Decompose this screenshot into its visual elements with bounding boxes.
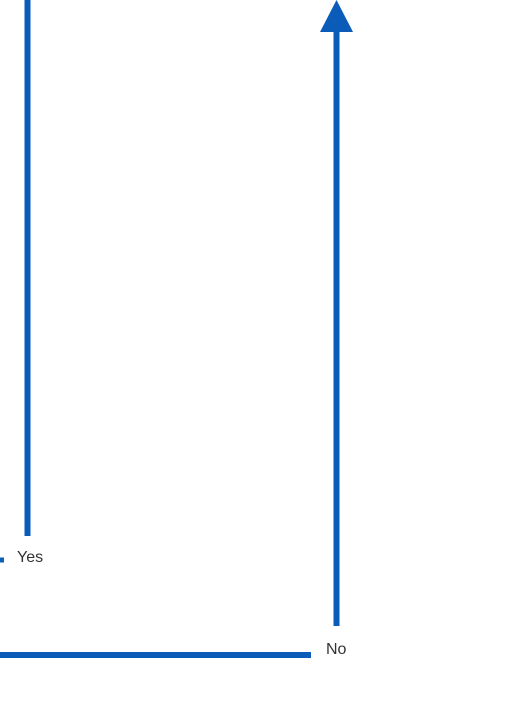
no-branch-label: No xyxy=(326,641,347,658)
up-arrowhead-icon xyxy=(320,0,353,32)
yes-branch-label: Yes xyxy=(17,549,44,566)
